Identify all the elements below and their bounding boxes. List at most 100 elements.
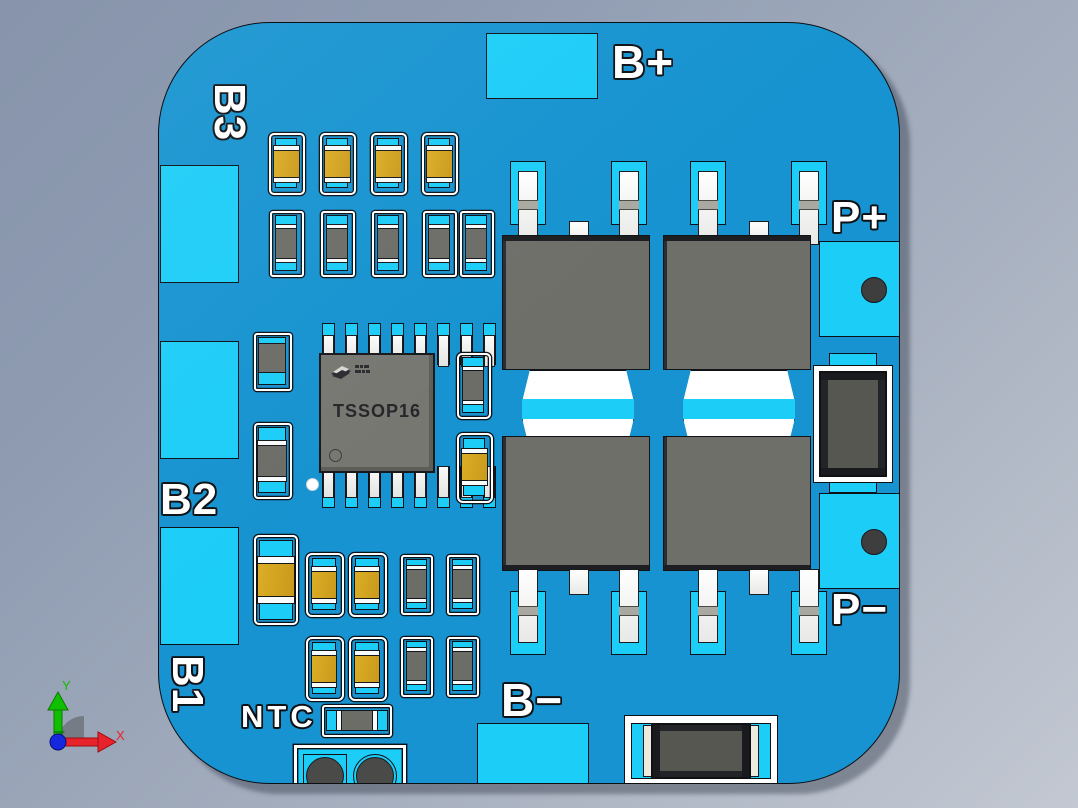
terminal: [452, 680, 473, 685]
pad-outline: [320, 133, 356, 195]
battery-pad-b3[interactable]: [160, 165, 239, 283]
mosfet-q1-lead-1: [518, 171, 538, 245]
pad-outline: [460, 211, 494, 277]
ntc-connector-pad-2[interactable]: [353, 754, 397, 783]
ntc-connector-pad-1[interactable]: [303, 754, 347, 783]
ic-pin-lead: [438, 335, 449, 367]
resistor-r9[interactable]: [401, 555, 433, 615]
silk-label-b2: B2: [160, 475, 219, 524]
silk-label-p-minus: P−: [831, 585, 889, 634]
silk-label-b1: B1: [163, 655, 212, 714]
ntc-thermistor[interactable]: [322, 705, 392, 737]
lead-band: [799, 606, 819, 616]
test-via: [306, 478, 319, 491]
terminal: [311, 598, 337, 604]
terminal: [275, 224, 297, 229]
battery-pad-b1[interactable]: [160, 527, 239, 645]
resistor-body: [452, 651, 473, 681]
terminal: [257, 596, 295, 604]
terminal: [375, 177, 402, 183]
terminal: [428, 224, 450, 229]
resistor-body: [275, 228, 297, 259]
silk-label-b3: B3: [205, 83, 254, 142]
mosfet-q4-body[interactable]: [663, 436, 811, 571]
pad-outline: [447, 637, 479, 697]
capacitor-body: [375, 150, 402, 178]
ntc-connector[interactable]: [294, 745, 406, 783]
resistor-r5[interactable]: [460, 211, 494, 277]
mosfet-q2-lead-2: [799, 171, 819, 245]
resistor-r2[interactable]: [321, 211, 355, 277]
capacitor-c2[interactable]: [320, 133, 356, 195]
terminal: [375, 145, 402, 151]
lead-band: [698, 606, 718, 616]
capacitor-body: [354, 571, 380, 599]
terminal-pad-b-minus[interactable]: [477, 723, 589, 783]
capacitor-c7[interactable]: [306, 553, 344, 617]
mosfet-q1-body[interactable]: [502, 235, 650, 370]
capacitor-c5[interactable]: [457, 433, 493, 503]
resistor-r10[interactable]: [447, 555, 479, 615]
ic-body[interactable]: TSSOP16: [319, 353, 435, 473]
mosfet-q4-lead-1: [698, 569, 718, 643]
terminal: [465, 224, 487, 229]
terminal: [377, 258, 399, 263]
resistor-r6[interactable]: [254, 333, 292, 391]
terminal: [406, 680, 427, 685]
pad-outline: [349, 553, 387, 617]
terminal: [452, 647, 473, 652]
resistor-r12[interactable]: [447, 637, 479, 697]
pad-outline: [349, 637, 387, 701]
manufacturer-logo-icon: [329, 361, 375, 383]
resistor-r7[interactable]: [254, 423, 292, 499]
terminal: [354, 598, 380, 604]
resistor-r1[interactable]: [270, 211, 304, 277]
mosfet-q2-body[interactable]: [663, 235, 811, 370]
capacitor-body: [311, 571, 337, 599]
bulk-capacitor-body[interactable]: [819, 371, 887, 477]
capacitor-body: [354, 655, 380, 683]
power-pad-p-minus[interactable]: [819, 493, 899, 589]
capacitor-c3[interactable]: [371, 133, 407, 195]
lead-band: [518, 200, 538, 210]
chip-fuse-body[interactable]: [651, 723, 751, 779]
battery-pad-b2[interactable]: [160, 341, 239, 459]
capacitor-c10[interactable]: [349, 637, 387, 701]
terminal: [273, 145, 300, 151]
ic-pin-lead: [438, 466, 449, 498]
capacitor-c9[interactable]: [306, 637, 344, 701]
resistor-body: [428, 228, 450, 259]
mosfet-drain-trace-left: [522, 399, 634, 419]
resistor-r8[interactable]: [457, 353, 491, 419]
pad-outline: [371, 133, 407, 195]
resistor-body: [465, 228, 487, 259]
terminal-pad-b-plus[interactable]: [486, 33, 598, 99]
capacitor-body: [426, 150, 453, 178]
power-pad-p-plus[interactable]: [819, 241, 899, 337]
capacitor-body: [257, 563, 295, 597]
axis-triad: Y X: [36, 678, 132, 770]
resistor-r3[interactable]: [372, 211, 406, 277]
terminal: [452, 565, 473, 570]
capacitor-c4[interactable]: [422, 133, 458, 195]
lead-band: [619, 200, 639, 210]
mosfet-drain-trace-right: [683, 399, 795, 419]
mosfet-q3-lead-1: [518, 569, 538, 643]
capacitor-c1[interactable]: [269, 133, 305, 195]
capacitor-c6[interactable]: [254, 535, 298, 625]
mosfet-q4-center-lead: [749, 569, 769, 595]
terminal: [275, 258, 297, 263]
mosfet-q3-body[interactable]: [502, 436, 650, 571]
terminal: [354, 682, 380, 688]
lead-band: [799, 200, 819, 210]
pcb-board[interactable]: B3 B2 B1 NTC B+ B− P+ P−: [158, 22, 900, 784]
terminal: [461, 448, 488, 454]
resistor-r11[interactable]: [401, 637, 433, 697]
resistor-r4[interactable]: [423, 211, 457, 277]
capacitor-c8[interactable]: [349, 553, 387, 617]
mosfet-q2-tab-pad: [683, 370, 795, 402]
terminal: [372, 710, 378, 731]
pad-outline: [270, 211, 304, 277]
terminal: [426, 145, 453, 151]
